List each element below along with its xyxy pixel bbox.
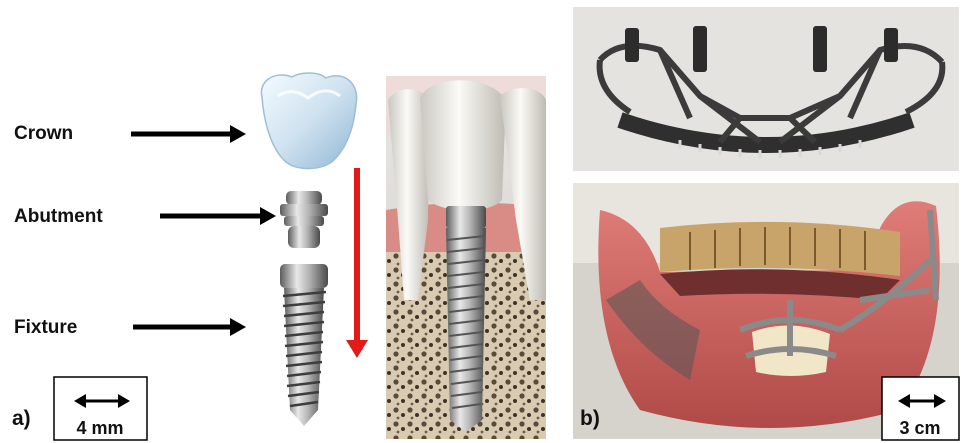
- panel-a: Crown Abutment Fixture: [12, 73, 546, 440]
- scale-bar-a: 4 mm: [54, 377, 147, 440]
- crown-pointer-arrow: [131, 125, 246, 143]
- scale-bar-b: 3 cm: [882, 377, 959, 440]
- assembly-direction-arrow: [346, 168, 368, 358]
- scale-bar-a-label: 4 mm: [76, 418, 123, 438]
- crown-label: Crown: [14, 123, 73, 144]
- abutment-pointer-arrow: [160, 207, 276, 225]
- abutment-illustration: [280, 191, 328, 248]
- implant-in-bone-image: [386, 76, 546, 439]
- fixture-label: Fixture: [14, 317, 77, 338]
- panel-b-letter: b): [580, 407, 600, 430]
- panel-a-letter: a): [12, 407, 31, 430]
- scale-bar-b-label: 3 cm: [899, 418, 940, 438]
- fixture-pointer-arrow: [133, 318, 246, 336]
- framework-photo: [573, 7, 959, 171]
- panel-b: b) 3 cm: [573, 7, 959, 440]
- fixture-illustration: [280, 264, 328, 426]
- abutment-label: Abutment: [14, 206, 103, 227]
- crown-illustration: [261, 73, 356, 169]
